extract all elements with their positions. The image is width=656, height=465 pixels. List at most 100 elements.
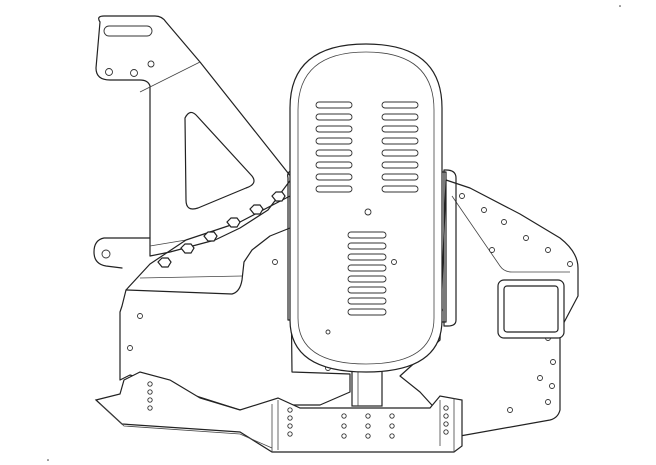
vent-slot xyxy=(315,185,353,193)
upper-left-vent-slots xyxy=(315,101,353,193)
vent-slot xyxy=(315,161,353,169)
bracket-hole xyxy=(101,249,111,259)
bracket-hole xyxy=(105,68,113,76)
hex-bolt xyxy=(157,257,172,268)
plate-hole xyxy=(550,359,556,365)
skid-hole xyxy=(443,429,449,435)
plate-hole xyxy=(481,207,487,213)
skid-hole xyxy=(443,405,449,411)
vent-slot xyxy=(381,185,419,193)
plate-hole xyxy=(272,259,278,265)
skid-hole xyxy=(341,433,347,439)
bracket-hole xyxy=(130,69,138,77)
skid-plate-outline xyxy=(94,371,463,453)
speck xyxy=(47,459,49,461)
vent-slot xyxy=(315,101,353,109)
vent-slot xyxy=(347,308,387,316)
vent-slot xyxy=(381,149,419,157)
vent-slot xyxy=(315,113,353,121)
skid-hole xyxy=(287,407,293,413)
vent-slot xyxy=(347,275,387,283)
hex-bolt-row xyxy=(157,191,286,268)
plate-hole xyxy=(549,383,555,389)
bracket-hole xyxy=(147,60,155,68)
bracket-lower-tab xyxy=(93,237,151,269)
plate-hole xyxy=(523,235,529,241)
skid-hole xyxy=(443,421,449,427)
vent-slot xyxy=(347,253,387,261)
guard-cover-inner xyxy=(297,51,435,365)
cover-hole xyxy=(364,208,372,216)
plate-hole xyxy=(127,345,133,351)
plate-hole xyxy=(459,193,465,199)
vent-slot xyxy=(381,125,419,133)
skid-hole xyxy=(389,423,395,429)
cover-hole xyxy=(325,329,331,335)
hex-bolt xyxy=(203,231,218,242)
right-plate-edge xyxy=(451,195,570,273)
skid-hole xyxy=(287,431,293,437)
upper-right-vent-slots xyxy=(381,101,419,193)
vent-slot xyxy=(347,297,387,305)
right-side-plate-outline xyxy=(399,179,579,437)
skid-hole xyxy=(389,433,395,439)
guard-backplate-right xyxy=(443,169,457,327)
vent-slot xyxy=(347,242,387,250)
hex-bolt xyxy=(226,217,241,228)
lower-skid-plate xyxy=(94,371,463,453)
plate-hole xyxy=(489,247,495,253)
bracket-triangle-cutout xyxy=(184,111,255,210)
skid-hole xyxy=(147,389,153,395)
receiver-tube-inner xyxy=(503,285,559,333)
skid-hole xyxy=(147,405,153,411)
bracket-upper-slot xyxy=(103,25,153,37)
plate-hole xyxy=(545,399,551,405)
side-plate-bend xyxy=(139,275,243,279)
guard-cover-outer xyxy=(289,43,443,373)
skid-hole xyxy=(147,381,153,387)
vent-slot xyxy=(381,161,419,169)
skid-hole xyxy=(443,413,449,419)
receiver-tube xyxy=(497,279,565,339)
left-mounting-bracket xyxy=(93,15,293,269)
vent-slot xyxy=(315,149,353,157)
side-plate-holes xyxy=(127,193,573,413)
hex-bolt xyxy=(180,243,195,254)
vent-slot xyxy=(381,101,419,109)
skid-hole xyxy=(365,433,371,439)
hex-bolt xyxy=(249,204,264,215)
skid-hole xyxy=(287,415,293,421)
plate-hole xyxy=(567,261,573,267)
vent-slot xyxy=(315,137,353,145)
speck xyxy=(619,5,621,7)
skid-hole xyxy=(287,423,293,429)
bracket-plate-outline xyxy=(95,15,293,257)
main-side-plate xyxy=(119,179,579,437)
skid-plate-fold xyxy=(99,403,273,449)
vent-slot xyxy=(381,173,419,181)
side-plate-inner-step xyxy=(125,227,291,295)
plate-hole xyxy=(545,247,551,253)
skid-hole xyxy=(365,423,371,429)
skid-hole xyxy=(365,413,371,419)
vent-slot xyxy=(347,264,387,272)
guard-cover xyxy=(287,43,457,407)
vent-slot xyxy=(315,173,353,181)
plate-hole xyxy=(507,407,513,413)
skid-hole xyxy=(341,423,347,429)
skid-hole xyxy=(389,413,395,419)
cover-hole xyxy=(391,259,397,265)
lower-vent-slots xyxy=(347,231,387,316)
vent-slot xyxy=(381,137,419,145)
plate-hole xyxy=(137,313,143,319)
hex-bolt xyxy=(271,191,286,202)
bracket-bend-line xyxy=(139,61,201,93)
vent-slot xyxy=(347,286,387,294)
vent-slot xyxy=(381,113,419,121)
side-plate-outline xyxy=(119,195,351,411)
skid-hole xyxy=(341,413,347,419)
bracket-tab-edge xyxy=(149,239,187,247)
skid-hole xyxy=(147,397,153,403)
vent-slot xyxy=(315,125,353,133)
